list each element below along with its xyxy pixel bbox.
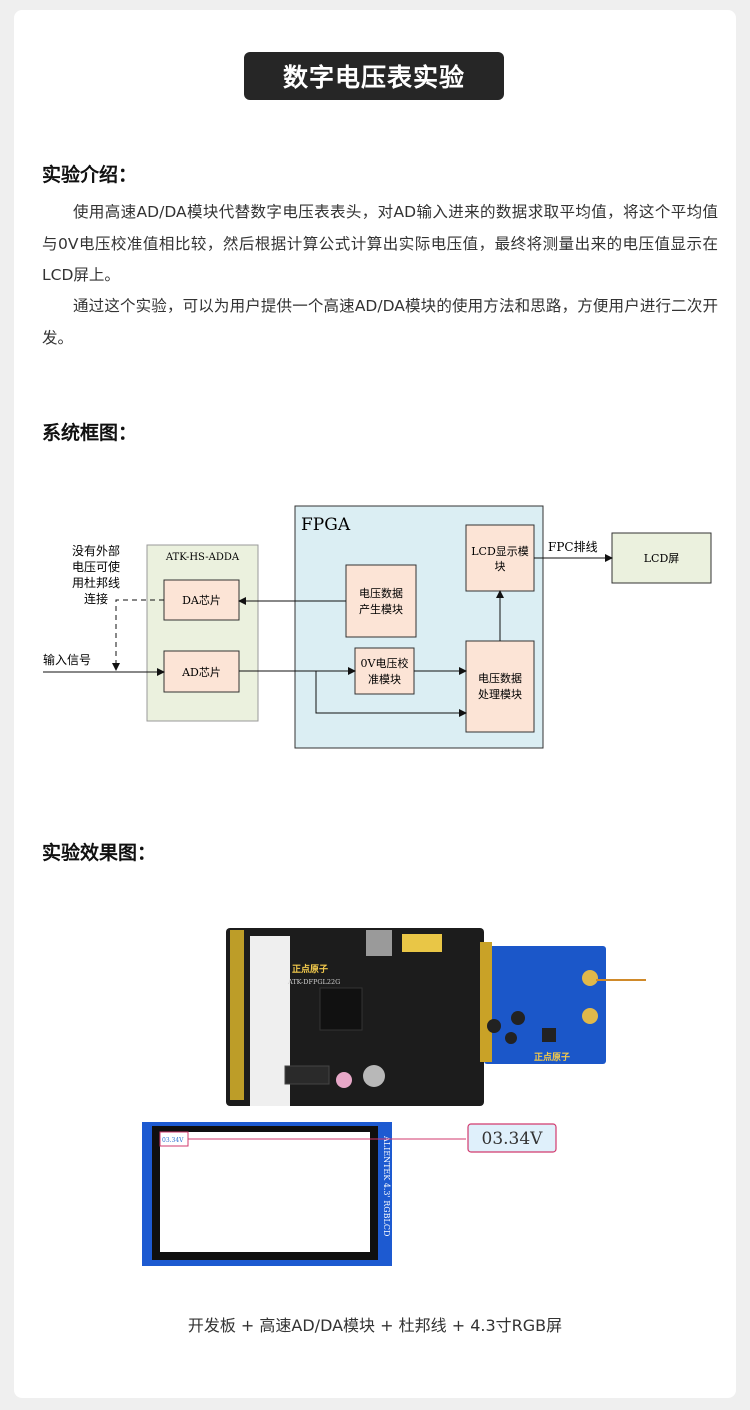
buzzer: [336, 1072, 352, 1088]
fpga-label: FPGA: [301, 515, 351, 535]
zero-calibration-block: [354, 647, 415, 695]
note-line3: 用杜邦线: [72, 575, 120, 590]
capacitor-1: [487, 1019, 501, 1033]
da-chip-block: [163, 579, 240, 621]
module-header: [480, 942, 492, 1062]
lcd-screen-label: LCD屏: [644, 552, 680, 565]
ad-to-proc-arrow: [315, 671, 467, 717]
ad-chip-block: [163, 650, 240, 693]
lcd-screen-area: [160, 1132, 370, 1252]
board-model: ATK-DFPGL22G: [287, 978, 340, 986]
voltage-gen-line2: 产生模块: [359, 602, 403, 616]
module-brand: 正点原子: [534, 1051, 570, 1063]
effect-photo: 正点原子 ATK-DFPGL22G 正点原子 03.34V ALIENTEK 4…: [142, 928, 646, 1266]
capacitor-2: [511, 1011, 525, 1025]
data-processing-block: [465, 640, 535, 733]
fpc-label: FPC排线: [548, 540, 598, 554]
voltage-gen-line1: 电压数据: [359, 586, 403, 600]
intro-paragraph-1: 使用高速AD/DA模块代替数字电压表表头，对AD输入进来的数据求取平均值，将这个…: [42, 203, 718, 284]
zero-calibration-line1: 0V电压校: [361, 656, 409, 670]
block-diagram-heading: 系统框图：: [42, 422, 138, 444]
capacitor-3: [505, 1032, 517, 1044]
adda-module-label: ATK-HS-ADDA: [165, 552, 240, 563]
adda-module-pcb: [484, 946, 606, 1064]
lcd-reading: 03.34V: [162, 1137, 184, 1144]
sma-connector-1: [582, 970, 598, 986]
photo-caption: 开发板 + 高速AD/DA模块 + 杜邦线 + 4.3寸RGB屏: [187, 1316, 563, 1335]
fpga-chip: [319, 987, 363, 1031]
sma-connector-2: [582, 1008, 598, 1024]
lcd-screen-block: [611, 532, 712, 584]
data-processing-line1: 电压数据: [478, 671, 522, 685]
system-block-diagram: FPGA ATK-HS-ADDA DA芯片 AD芯片 电压数据 产生模块 0V电…: [43, 505, 712, 749]
adda-module-region: [146, 544, 259, 722]
intro-heading: 实验介绍：: [42, 164, 138, 186]
lcd-display-module-line1: LCD显示模: [471, 545, 529, 558]
gpio-header: [230, 930, 244, 1100]
board-brand: 正点原子: [292, 963, 328, 975]
seven-seg-display: [284, 1065, 330, 1085]
ethernet-port: [366, 930, 392, 956]
note-line4: 连接: [84, 591, 108, 606]
ribbon-cable: [250, 936, 290, 1106]
voltage-callout-value: 03.34V: [482, 1129, 544, 1149]
effect-heading: 实验效果图：: [42, 842, 157, 864]
note-line2: 电压可使: [72, 559, 120, 574]
data-processing-line2: 处理模块: [478, 688, 522, 701]
intro-paragraph-2: 通过这个实验，可以为用户提供一个高速AD/DA模块的使用方法和思路，方便用户进行…: [42, 297, 718, 347]
input-signal-label: 输入信号: [43, 652, 91, 667]
dupont-jumper-line: [112, 599, 164, 671]
connector: [402, 934, 442, 952]
voltage-gen-block: [345, 564, 417, 638]
ad-chip-label: AD芯片: [181, 665, 221, 679]
zero-calibration-line2: 准模块: [368, 673, 401, 686]
battery: [363, 1065, 385, 1087]
lcd-display-module-line2: 块: [495, 560, 506, 573]
module-button: [542, 1028, 556, 1042]
voltage-callout-box: [467, 1123, 557, 1153]
page-title: 数字电压表实验: [244, 52, 504, 100]
lcd-display-module-block: [465, 524, 535, 592]
lcd-side-label: ALIENTEK 4.3' RGBLCD: [382, 1135, 391, 1236]
da-chip-label: DA芯片: [182, 593, 221, 607]
note-line1: 没有外部: [72, 543, 120, 558]
